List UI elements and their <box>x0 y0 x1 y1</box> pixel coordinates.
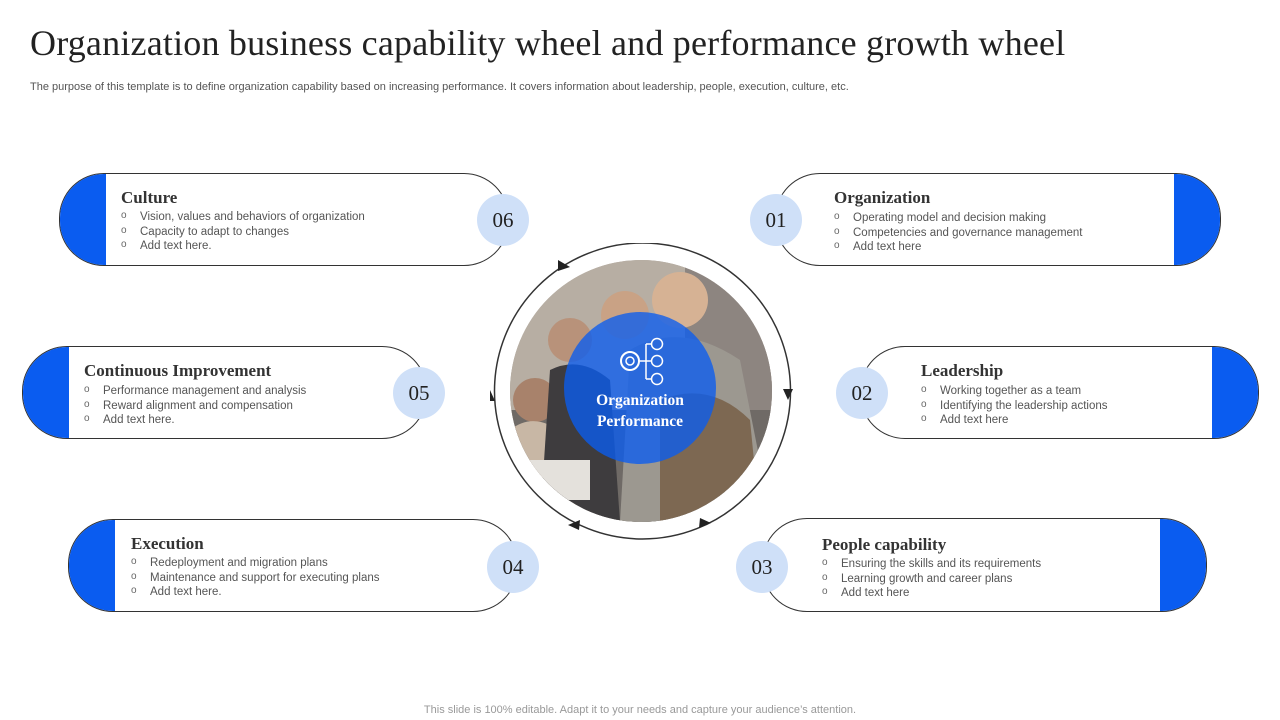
arrow-right <box>783 389 793 400</box>
number-badge-02: 02 <box>836 367 888 419</box>
arrow-bottom-left <box>568 520 580 530</box>
bullet-list: Ensuring the skills and its requirements… <box>822 556 1041 601</box>
bullet-item: Operating model and decision making <box>834 210 1083 226</box>
bullet-item: Vision, values and behaviors of organiza… <box>121 209 365 225</box>
bullet-list: Vision, values and behaviors of organiza… <box>121 209 365 254</box>
center-label-line2: Performance <box>596 413 684 430</box>
arrow-top <box>558 260 570 271</box>
card-continuous-improvement: Continuous Improvement Performance manag… <box>22 346 427 439</box>
card-title: Culture <box>121 188 178 207</box>
bullet-item: Add text here. <box>84 412 306 428</box>
bullet-item: Redeployment and migration plans <box>131 555 380 571</box>
arrow-left <box>490 390 495 401</box>
card-organization: Organization Operating model and decisio… <box>775 173 1221 266</box>
card-accent-cap <box>60 174 106 265</box>
bullet-list: Working together as a team Identifying t… <box>921 383 1108 428</box>
card-accent-cap <box>69 520 115 611</box>
card-leadership: Leadership Working together as a team Id… <box>860 346 1259 439</box>
bullet-item: Learning growth and career plans <box>822 571 1041 587</box>
number-badge-04: 04 <box>487 541 539 593</box>
bullet-list: Operating model and decision making Comp… <box>834 210 1083 255</box>
bullet-item: Competencies and governance management <box>834 225 1083 241</box>
card-accent-cap <box>1212 347 1258 438</box>
org-structure-icon <box>620 337 664 386</box>
arrow-bottom-right <box>699 518 711 528</box>
bullet-item: Working together as a team <box>921 383 1108 399</box>
bullet-item: Identifying the leadership actions <box>921 398 1108 414</box>
page-subtitle: The purpose of this template is to defin… <box>30 81 849 93</box>
bullet-list: Performance management and analysis Rewa… <box>84 383 306 428</box>
card-culture: Culture Vision, values and behaviors of … <box>59 173 509 266</box>
bullet-item: Capacity to adapt to changes <box>121 224 365 240</box>
bullet-list: Redeployment and migration plans Mainten… <box>131 555 380 600</box>
card-accent-cap <box>1160 519 1206 611</box>
number-badge-06: 06 <box>477 194 529 246</box>
bullet-item: Add text here <box>834 239 1083 255</box>
number-badge-03: 03 <box>736 541 788 593</box>
card-title: People capability <box>822 535 947 554</box>
center-disc <box>564 312 716 464</box>
card-title: Organization <box>834 188 931 207</box>
bullet-item: Reward alignment and compensation <box>84 398 306 414</box>
card-execution: Execution Redeployment and migration pla… <box>68 519 518 612</box>
bullet-item: Add text here. <box>131 584 380 600</box>
cycle-arrows-ring <box>490 243 793 540</box>
card-title: Leadership <box>921 361 1004 380</box>
card-accent-cap <box>23 347 69 438</box>
footer-note: This slide is 100% editable. Adapt it to… <box>423 704 857 716</box>
center-label-line1: Organization <box>596 392 684 409</box>
bullet-item: Add text here <box>921 412 1108 428</box>
number-badge-01: 01 <box>750 194 802 246</box>
number-badge-05: 05 <box>393 367 445 419</box>
bullet-item: Add text here. <box>121 238 365 254</box>
page-title: Organization business capability wheel a… <box>30 23 1066 63</box>
card-title: Execution <box>131 534 204 553</box>
bullet-item: Add text here <box>822 585 1041 601</box>
bullet-item: Maintenance and support for executing pl… <box>131 570 380 586</box>
bullet-item: Ensuring the skills and its requirements <box>822 556 1041 572</box>
card-accent-cap <box>1174 174 1220 265</box>
card-title: Continuous Improvement <box>84 361 272 380</box>
bullet-item: Performance management and analysis <box>84 383 306 399</box>
center-label: Organization Performance <box>564 390 716 432</box>
card-people-capability: People capability Ensuring the skills an… <box>762 518 1207 612</box>
